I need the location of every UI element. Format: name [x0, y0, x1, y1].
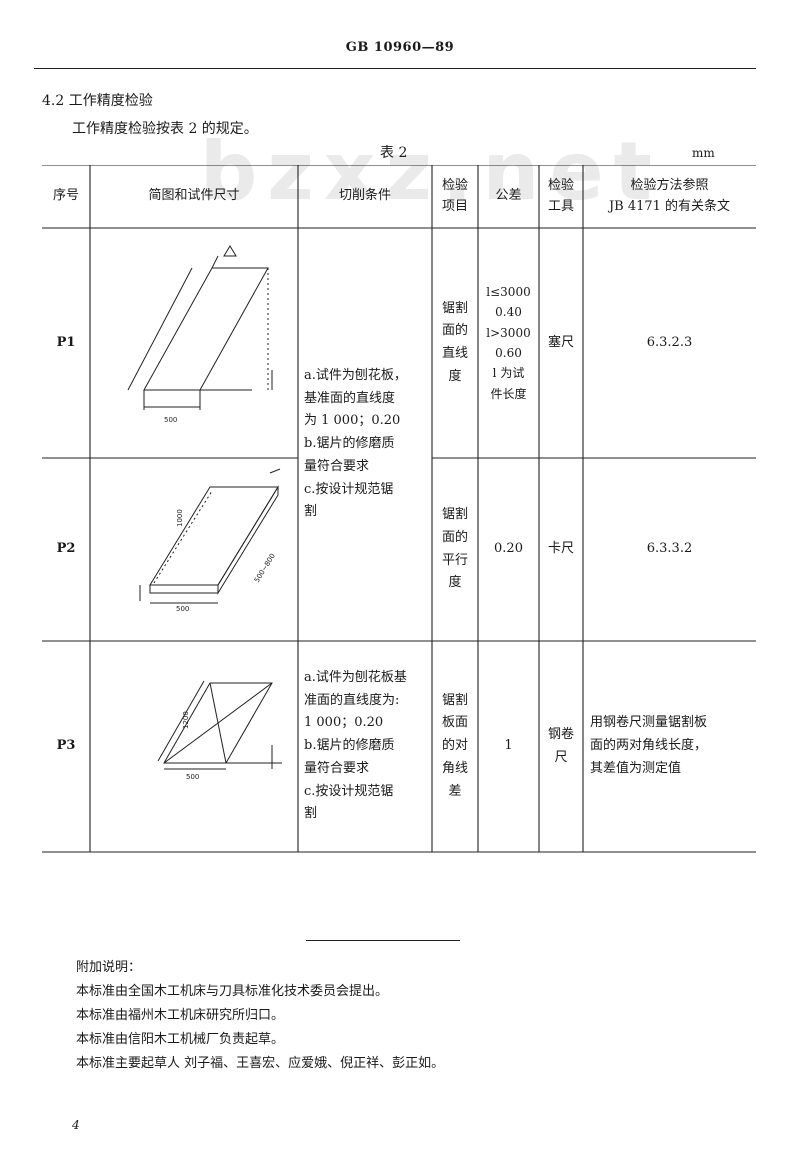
row-p3-cutting: a.试件为刨花板基 准面的直线度为: 1 000；0.20 b.锯片的修磨质 量… — [304, 669, 407, 822]
shared-cutting-conditions: a.试件为刨花板， 基准面的直线度 为 1 000；0.20 b.锯片的修磨质 … — [304, 367, 407, 520]
page-number: 4 — [72, 1118, 80, 1132]
header-method: 检验方法参照 JB 4171 的有关条文 — [608, 177, 731, 214]
row-p2-no: P2 — [56, 541, 76, 557]
row-p3-no: P3 — [56, 738, 76, 754]
row-p2-tool: 卡尺 — [547, 541, 574, 557]
header-figure: 简图和试件尺寸 — [148, 188, 240, 204]
notes-line: 本标准主要起草人 刘子福、王喜宏、应爱娥、倪正祥、彭正如。 — [76, 1056, 445, 1071]
header-item: 检验 项目 — [441, 177, 468, 214]
notes-line: 本标准由信阳木工机械厂负责起草。 — [76, 1032, 285, 1047]
section-body: 工作精度检验按表 2 的规定。 — [72, 121, 258, 137]
row-p2-method: 6.3.3.2 — [646, 541, 693, 557]
footer-rule — [306, 940, 460, 941]
header-rule — [34, 68, 756, 69]
row-p1-method: 6.3.2.3 — [646, 334, 693, 350]
row-p3-item: 锯割 板面 的对 角线 差 — [441, 692, 468, 799]
table-grid — [42, 165, 756, 853]
p1-workpiece-sketch: 500 — [127, 245, 273, 424]
notes-line: 本标准由全国木工机床与刀具标准化技术委员会提出。 — [76, 984, 389, 999]
table-unit: mm — [692, 146, 715, 160]
section-title: 4.2 工作精度检验 — [42, 93, 153, 109]
header-tolerance: 公差 — [495, 188, 522, 204]
p2-dim-width: 500 — [176, 605, 189, 613]
watermark: bzxz.net — [200, 125, 662, 218]
p2-dim-length: 1000 — [176, 509, 184, 527]
notes-line: 本标准由福州木工机床研究所归口。 — [76, 1008, 285, 1023]
row-p2-item: 锯割 面的 平行 度 — [441, 507, 468, 591]
p2-workpiece-sketch: 500 1000 500~800 — [139, 468, 281, 613]
notes-title: 附加说明： — [76, 960, 142, 975]
p3-dim-width: 500 — [186, 773, 199, 781]
p3-workpiece-sketch: 500 1200 — [157, 680, 282, 781]
p1-dim-length: 500 — [164, 416, 177, 424]
row-p3-tool: 钢卷 尺 — [547, 726, 574, 765]
row-p1-tolerance: l≤3000 0.40 l>3000 0.60 l 为试 件长度 — [486, 284, 531, 401]
header-no: 序号 — [52, 188, 79, 204]
p2-dim-range: 500~800 — [253, 552, 277, 584]
row-p1-no: P1 — [56, 334, 76, 350]
row-p1-tool: 塞尺 — [547, 334, 574, 350]
header-tool: 检验 工具 — [547, 177, 574, 214]
header-cutting: 切削条件 — [338, 188, 391, 204]
row-p3-tolerance: 1 — [504, 738, 513, 754]
p3-dim-length: 1200 — [182, 711, 190, 729]
row-p1-item: 锯割 面的 直线 度 — [441, 300, 468, 384]
row-p2-tolerance: 0.20 — [494, 541, 523, 557]
standard-code: GB 10960—89 — [345, 40, 455, 55]
table-caption: 表 2 — [380, 145, 408, 161]
additional-notes: 附加说明： 本标准由全国木工机床与刀具标准化技术委员会提出。 本标准由福州木工机… — [76, 956, 444, 1076]
row-p3-method: 用钢卷尺测量锯割板 面的两对角线长度， 其差值为测定值 — [590, 715, 708, 776]
